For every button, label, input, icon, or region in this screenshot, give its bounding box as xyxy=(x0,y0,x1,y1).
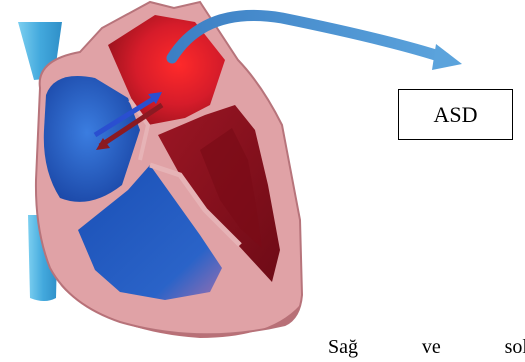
caption-word: sol xyxy=(505,336,525,359)
asd-label-box: ASD xyxy=(398,89,513,140)
caption-text: Sağ ve sol xyxy=(328,336,525,359)
caption-word: ve xyxy=(422,336,441,359)
curved-pointer-arrowhead xyxy=(432,44,462,70)
asd-label-text: ASD xyxy=(433,102,477,128)
caption-word: Sağ xyxy=(328,336,358,359)
